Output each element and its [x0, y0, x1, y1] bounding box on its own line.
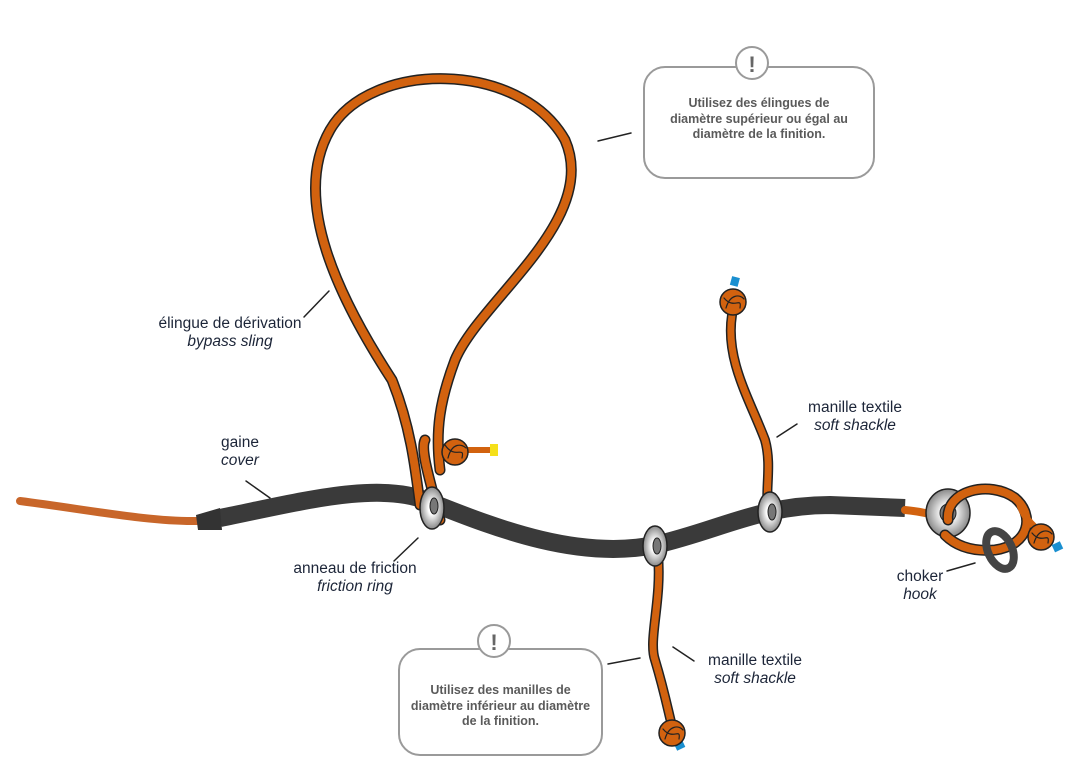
choker-hook-assembly: [901, 483, 1064, 573]
label-fr: manille textile: [708, 652, 802, 669]
bypass-sling: [310, 73, 577, 526]
soft-shackle-bottom: [648, 550, 686, 751]
callout-shackle-diameter: Utilisez des manilles de diamètre inféri…: [398, 648, 603, 756]
label-en: soft shackle: [714, 670, 796, 687]
warning-icon: !: [477, 624, 511, 658]
rope-tip: [490, 444, 498, 456]
knot: [658, 719, 686, 747]
label-fr: élingue de dérivation: [158, 315, 302, 332]
label-fr: gaine: [221, 434, 259, 451]
label-en: cover: [221, 452, 259, 469]
lead-rope: [16, 497, 202, 526]
knot: [1027, 523, 1055, 551]
callout-text: Utilisez des manilles de diamètre inféri…: [410, 683, 591, 728]
warning-icon: !: [735, 46, 769, 80]
label-fr: choker: [896, 568, 944, 585]
cover-cord: [218, 483, 906, 558]
label-en: hook: [903, 586, 937, 603]
friction-rings: [419, 486, 783, 567]
label-en: soft shackle: [814, 417, 896, 434]
label-fr: manille textile: [808, 399, 902, 416]
callout-sling-diameter: Utilisez des élingues de diamètre supéri…: [643, 66, 875, 179]
hook: [982, 527, 1018, 573]
label-fr: anneau de friction: [293, 560, 417, 577]
leader-lines: [245, 132, 976, 665]
label-en: bypass sling: [187, 333, 273, 350]
cover-end-cap: [196, 508, 222, 530]
soft-shackle-top: [719, 276, 774, 515]
label-en: friction ring: [317, 578, 393, 595]
knot: [719, 288, 747, 316]
callout-text: Utilisez des élingues de diamètre supéri…: [670, 96, 848, 141]
